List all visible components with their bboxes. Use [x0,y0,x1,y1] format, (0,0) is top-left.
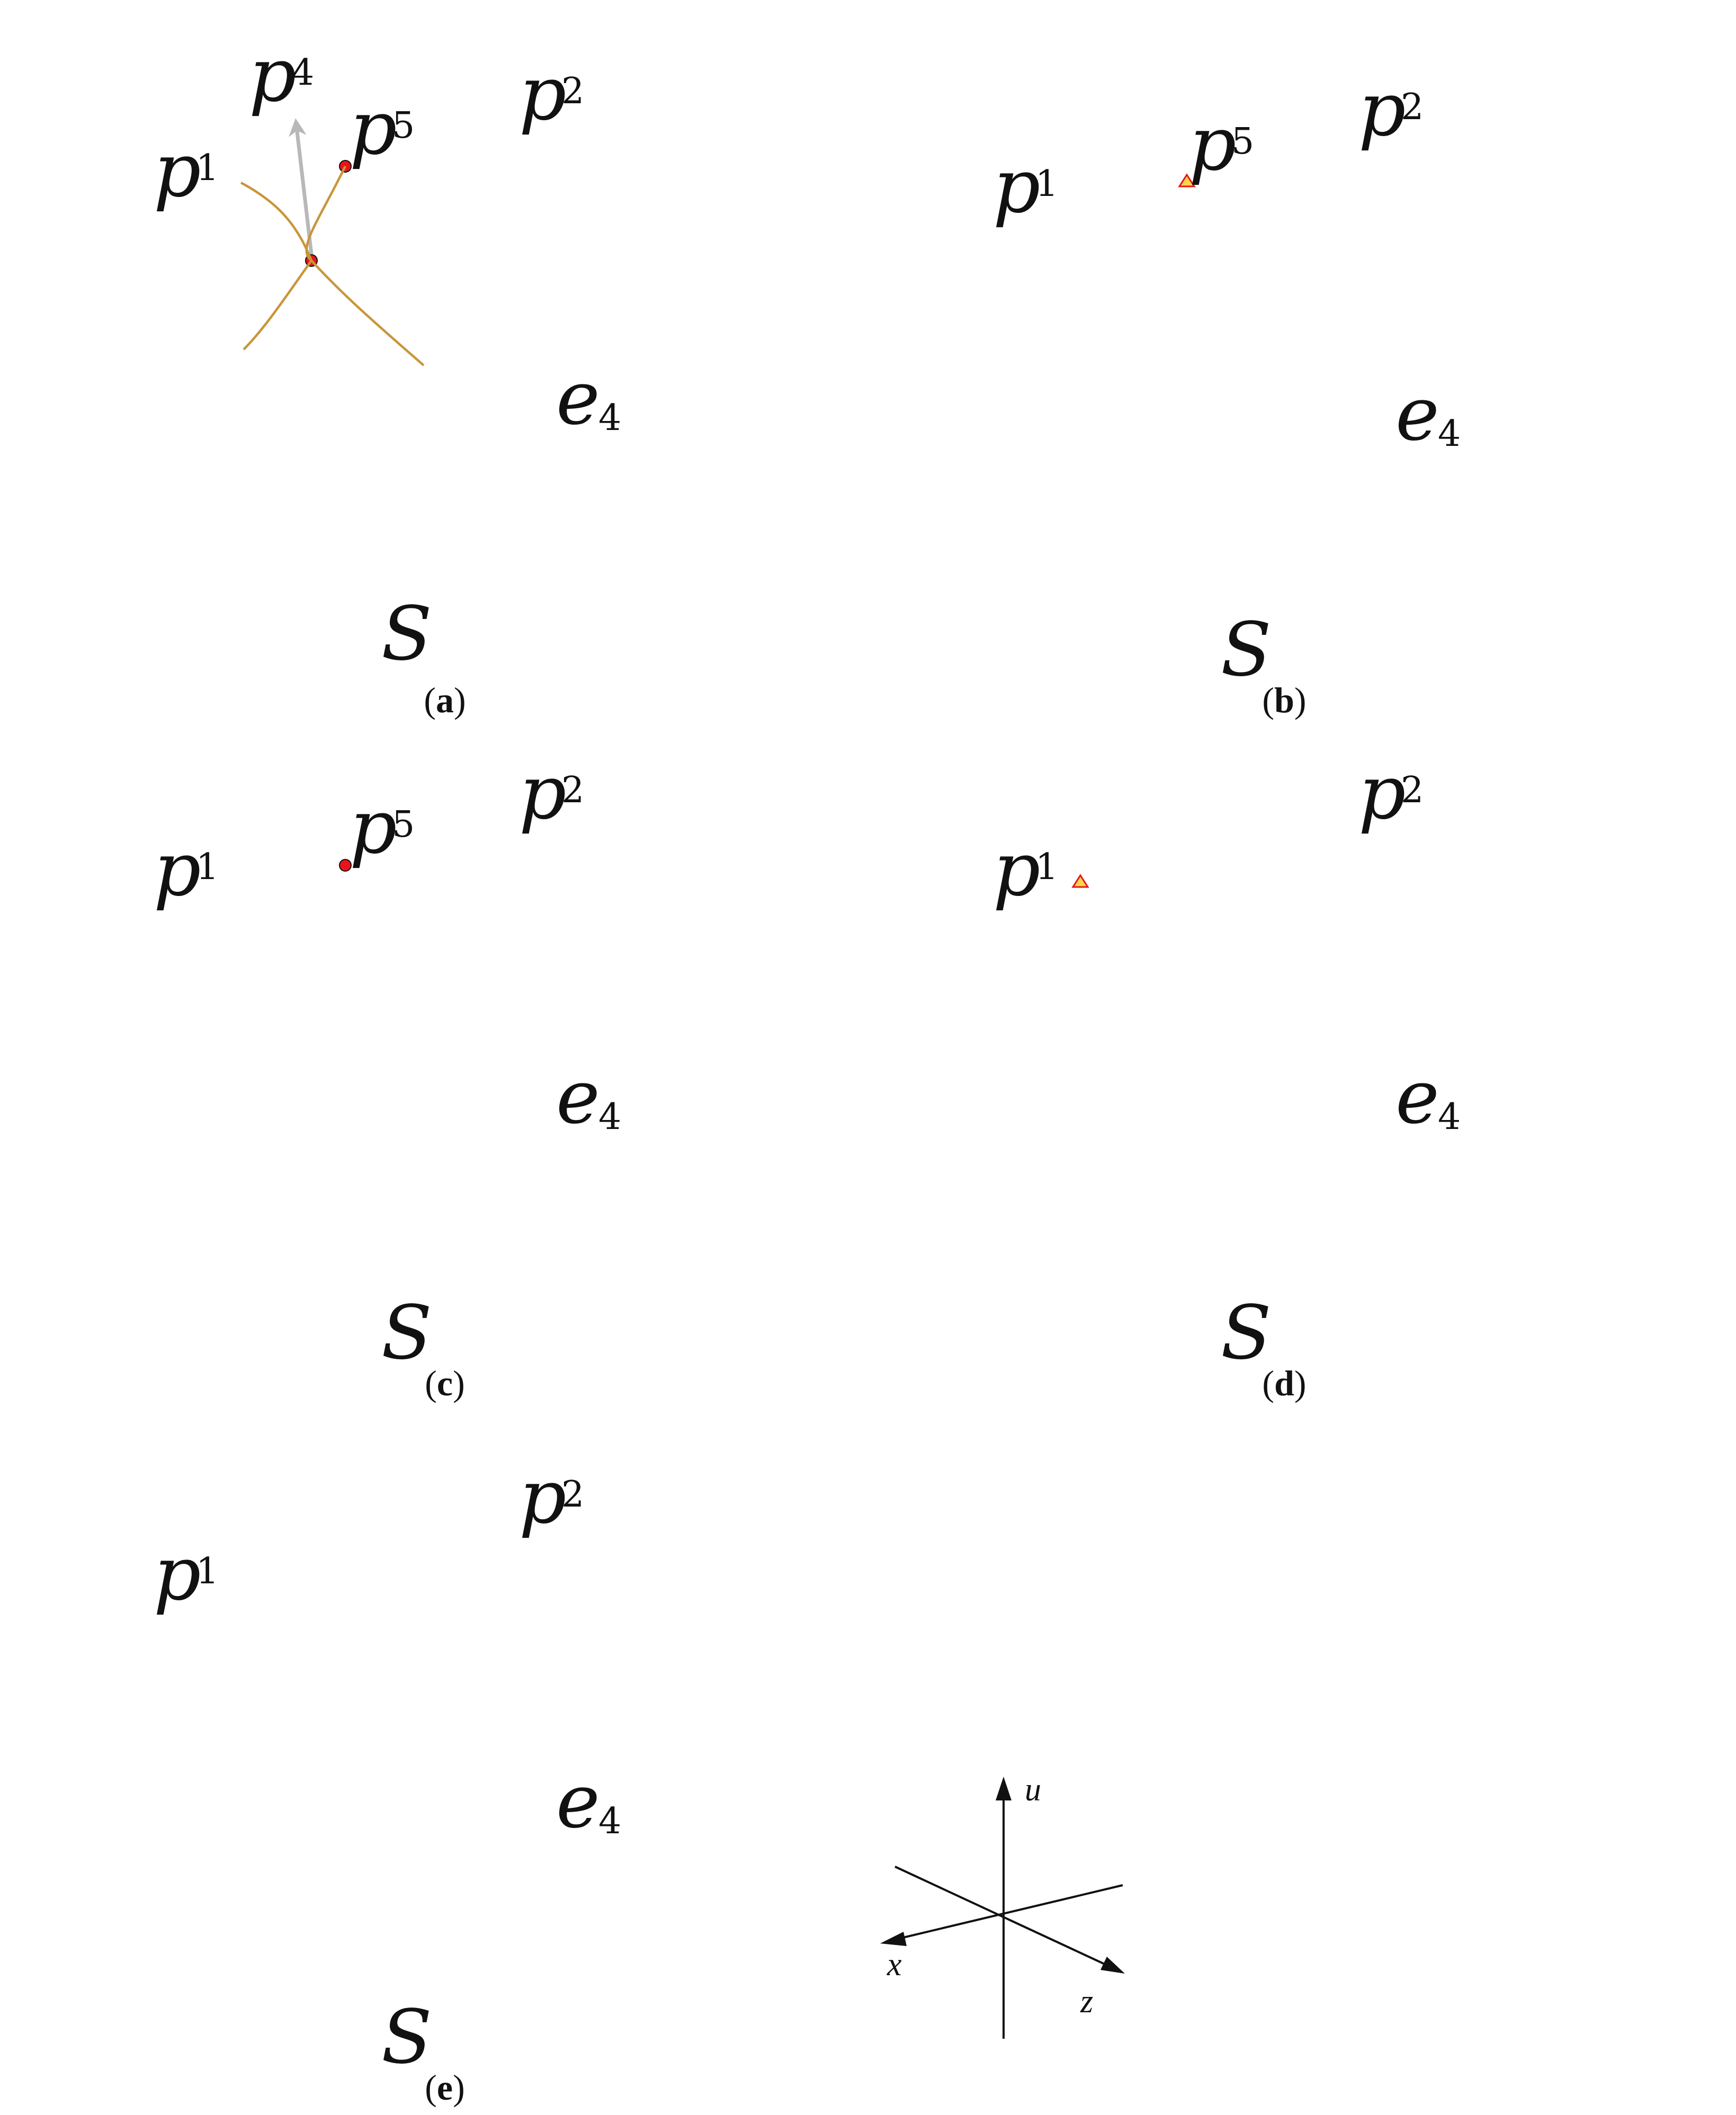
caption-e: (e) [425,2067,465,2108]
label-e4-sub: 4 [598,1800,621,1842]
axis-z-arrowhead [1100,1957,1125,1974]
label-p1-sub: 1 [1035,163,1058,205]
panel-c: p 1 p 5 p 2 e 4 S (c) [154,750,621,1403]
label-p2: p [519,1454,567,1540]
label-e4: e [556,1054,600,1141]
label-p4: p [249,32,297,119]
axis-u-label: u [1025,1772,1041,1808]
label-p2-sub: 2 [1401,86,1424,128]
label-p2: p [519,51,567,137]
label-p2: p [1358,750,1406,836]
gold-orbit-a [243,259,312,351]
label-e4-sub: 4 [1438,1096,1461,1138]
caption-a: (a) [424,680,466,720]
label-p1-sub: 1 [196,846,219,888]
label-p2-sub: 2 [1401,769,1424,811]
label-p1: p [154,128,201,214]
label-S: S [1221,1290,1272,1376]
gold-orbit-a [305,166,425,366]
gold-orbit-a [240,182,313,261]
label-e4-sub: 4 [1438,413,1461,455]
label-p5-sub: 5 [392,804,415,846]
label-S: S [1221,607,1272,693]
label-p1: p [993,144,1041,230]
label-p2-sub: 2 [561,70,584,112]
label-e4-sub: 4 [598,1096,621,1138]
axis-z-line [894,1866,1115,1970]
label-S: S [381,1994,432,2081]
label-p2: p [1358,67,1406,153]
label-e4-sub: 4 [598,397,621,439]
axis-z-label: z [1080,1984,1093,2020]
axis-x-line [889,1884,1123,1942]
label-e4: e [1395,371,1439,458]
panel-b: p 1 p 5 p 2 e 4 S (b) [993,67,1461,720]
label-p2: p [519,750,567,836]
label-p5-sub: 5 [1231,121,1254,163]
axis-u-arrowhead [996,1777,1012,1800]
label-S: S [381,1290,432,1376]
label-p5-sub: 5 [392,105,415,147]
panel-a: p 1 p 5 p 4 p 2 e 4 S (a) [154,32,621,720]
caption-c: (c) [425,1363,465,1403]
label-p1: p [154,1531,201,1617]
label-p5: p [1189,101,1237,187]
axis-x-label: x [887,1947,902,1983]
label-p1: p [993,827,1041,913]
label-e4: e [1395,1054,1439,1141]
point-p5 [339,859,352,872]
caption-b: (b) [1262,680,1306,720]
label-p1-sub: 1 [1035,846,1058,888]
label-p1-sub: 1 [196,147,219,189]
point-p1-triangle [1071,874,1089,888]
label-p4-sub: 4 [291,52,314,94]
label-e4: e [556,355,600,442]
label-p1: p [154,827,201,913]
label-p1-sub: 1 [196,1551,219,1592]
label-p2-sub: 2 [561,1474,584,1516]
label-p2-sub: 2 [561,769,584,811]
axis-x-arrowhead [880,1932,907,1946]
panel-d: p 1 p 2 e 4 S (d) [993,750,1461,1403]
panel-e: p 1 p 2 e 4 S (e) [154,1454,621,2108]
p4-direction-arrow [289,118,314,255]
point-p5-triangle [1178,173,1196,187]
caption-d: (d) [1262,1363,1306,1403]
label-e4: e [556,1759,600,1845]
label-S: S [381,591,432,677]
axis-triad: u x z [880,1772,1125,2039]
label-p5: p [350,784,397,871]
label-p5: p [350,85,397,172]
